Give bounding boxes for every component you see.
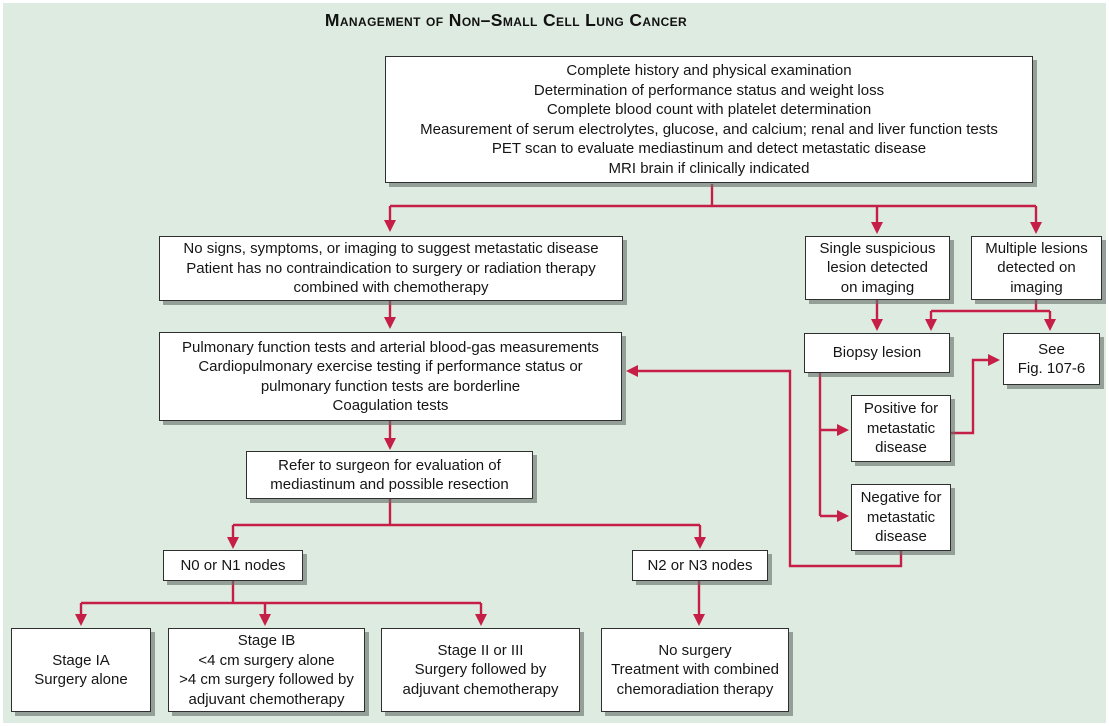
node-n2-n3-nodes: N2 or N3 nodes bbox=[632, 550, 768, 581]
node-stage-ii-iii-text: Stage II or III Surgery followed by adju… bbox=[402, 641, 559, 698]
node-multiple-lesions: Multiple lesions detected on imaging bbox=[971, 236, 1102, 300]
node-pulmonary-function-tests: Pulmonary function tests and arterial bl… bbox=[159, 332, 622, 421]
arrow-positive-to-see-fig bbox=[951, 354, 1000, 435]
node-see-fig-107-6: See Fig. 107-6 bbox=[1003, 333, 1100, 385]
node-positive-metastatic: Positive for metastatic disease bbox=[851, 395, 951, 462]
node-stage-ia-text: Stage IA Surgery alone bbox=[34, 651, 128, 689]
node-negative-metastatic: Negative for metastatic disease bbox=[851, 484, 951, 551]
node-no-surgery-text: No surgery Treatment with combined chemo… bbox=[611, 641, 779, 698]
node-stage-ia: Stage IA Surgery alone bbox=[11, 628, 151, 712]
node-see-fig-107-6-text: See Fig. 107-6 bbox=[1017, 340, 1086, 378]
node-n2-n3-nodes-text: N2 or N3 nodes bbox=[647, 556, 753, 574]
node-stage-ib-text: Stage IB <4 cm surgery alone >4 cm surge… bbox=[179, 632, 354, 708]
node-no-metastatic-signs: No signs, symptoms, or imaging to sugges… bbox=[159, 236, 623, 301]
node-positive-metastatic-text: Positive for metastatic disease bbox=[863, 400, 939, 457]
node-stage-ib: Stage IB <4 cm surgery alone >4 cm surge… bbox=[168, 628, 365, 712]
figure-title: Management of Non–Small Cell Lung Cancer bbox=[324, 10, 688, 30]
node-single-suspicious-lesion-text: Single suspicious lesion detected on ima… bbox=[819, 239, 936, 296]
node-n0-n1-nodes: N0 or N1 nodes bbox=[163, 550, 303, 581]
node-biopsy-lesion: Biopsy lesion bbox=[804, 333, 950, 373]
node-no-surgery: No surgery Treatment with combined chemo… bbox=[601, 628, 789, 712]
node-negative-metastatic-text: Negative for metastatic disease bbox=[860, 489, 942, 546]
node-biopsy-lesion-text: Biopsy lesion bbox=[832, 344, 922, 362]
node-n0-n1-nodes-text: N0 or N1 nodes bbox=[180, 556, 286, 574]
node-refer-to-surgeon: Refer to surgeon for evaluation of media… bbox=[246, 451, 533, 499]
node-initial-workup-text: Complete history and physical examinatio… bbox=[420, 62, 998, 177]
arrow-refer-branch bbox=[233, 499, 700, 527]
node-no-metastatic-signs-text: No signs, symptoms, or imaging to sugges… bbox=[183, 240, 599, 297]
node-stage-ii-iii: Stage II or III Surgery followed by adju… bbox=[381, 628, 580, 712]
node-single-suspicious-lesion: Single suspicious lesion detected on ima… bbox=[805, 236, 950, 300]
node-refer-to-surgeon-text: Refer to surgeon for evaluation of media… bbox=[270, 456, 509, 494]
node-pulmonary-function-tests-text: Pulmonary function tests and arterial bl… bbox=[182, 338, 599, 415]
node-initial-workup: Complete history and physical examinatio… bbox=[385, 56, 1033, 183]
arrow-n0n1-branch bbox=[81, 581, 481, 605]
arrow-multiple-branch bbox=[931, 300, 1050, 313]
node-multiple-lesions-text: Multiple lesions detected on imaging bbox=[985, 239, 1088, 296]
arrow-trunk-intake-branch bbox=[390, 184, 1036, 208]
